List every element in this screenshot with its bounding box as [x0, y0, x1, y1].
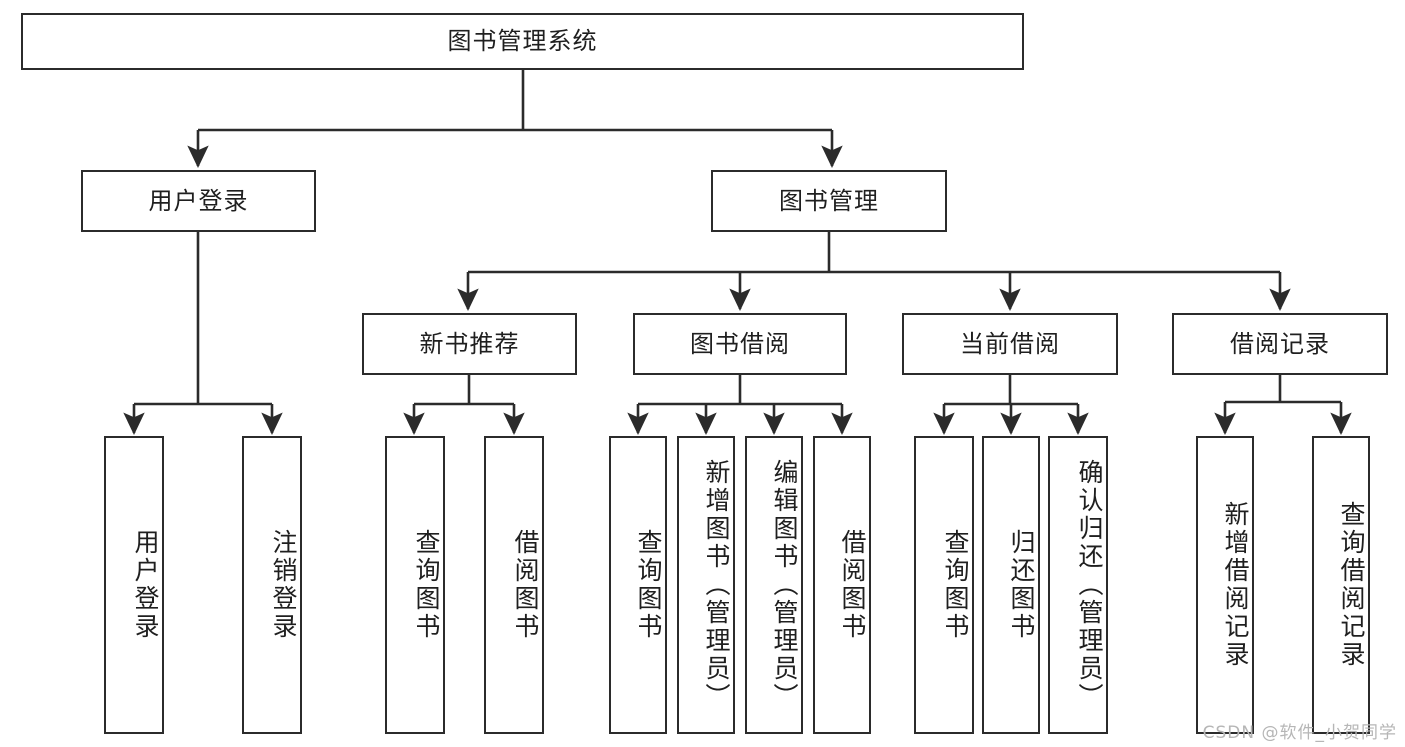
- csdn-watermark: CSDN @软件_小贺同学: [1202, 723, 1397, 743]
- leaf-book-borrow-query-label: 查询图书: [634, 529, 663, 641]
- node-borrow-record-label: 借阅记录: [1230, 329, 1330, 358]
- node-book-borrow: 图书借阅: [633, 313, 847, 375]
- leaf-borrow-record-add-label: 新增借阅记录: [1221, 501, 1250, 669]
- leaf-current-borrow-query-label: 查询图书: [941, 529, 970, 641]
- node-book-management: 图书管理: [711, 170, 947, 232]
- leaf-borrow-record-query-label: 查询借阅记录: [1337, 501, 1366, 669]
- leaf-book-borrow-borrow: 借阅图书: [813, 436, 871, 734]
- node-borrow-record: 借阅记录: [1172, 313, 1388, 375]
- leaf-book-borrow-add: 新增图书（管理员）: [677, 436, 735, 734]
- leaf-user-login-logout-label: 注销登录: [269, 529, 298, 641]
- leaf-user-login-login: 用户登录: [104, 436, 164, 734]
- node-book-borrow-label: 图书借阅: [690, 329, 790, 358]
- leaf-new-book-borrow-label: 借阅图书: [511, 529, 540, 641]
- node-current-borrow-label: 当前借阅: [960, 329, 1060, 358]
- leaf-borrow-record-add: 新增借阅记录: [1196, 436, 1254, 734]
- leaf-borrow-record-query: 查询借阅记录: [1312, 436, 1370, 734]
- leaf-current-borrow-confirm: 确认归还（管理员）: [1048, 436, 1108, 734]
- leaf-book-borrow-edit-label: 编辑图书（管理员）: [770, 459, 799, 711]
- node-book-management-label: 图书管理: [779, 186, 879, 215]
- node-root: 图书管理系统: [21, 13, 1024, 70]
- leaf-book-borrow-borrow-label: 借阅图书: [838, 529, 867, 641]
- node-current-borrow: 当前借阅: [902, 313, 1118, 375]
- leaf-user-login-logout: 注销登录: [242, 436, 302, 734]
- node-root-label: 图书管理系统: [447, 27, 598, 56]
- node-new-book-recommend: 新书推荐: [362, 313, 577, 375]
- leaf-new-book-query: 查询图书: [385, 436, 445, 734]
- leaf-book-borrow-edit: 编辑图书（管理员）: [745, 436, 803, 734]
- leaf-book-borrow-add-label: 新增图书（管理员）: [702, 459, 731, 711]
- leaf-current-borrow-query: 查询图书: [914, 436, 974, 734]
- leaf-user-login-login-label: 用户登录: [131, 529, 160, 641]
- leaf-current-borrow-return-label: 归还图书: [1007, 529, 1036, 641]
- node-new-book-recommend-label: 新书推荐: [419, 329, 520, 358]
- leaf-current-borrow-return: 归还图书: [982, 436, 1040, 734]
- leaf-book-borrow-query: 查询图书: [609, 436, 667, 734]
- leaf-new-book-borrow: 借阅图书: [484, 436, 544, 734]
- node-user-login: 用户登录: [81, 170, 316, 232]
- leaf-current-borrow-confirm-label: 确认归还（管理员）: [1075, 459, 1104, 711]
- leaf-new-book-query-label: 查询图书: [412, 529, 441, 641]
- node-user-login-label: 用户登录: [148, 186, 249, 215]
